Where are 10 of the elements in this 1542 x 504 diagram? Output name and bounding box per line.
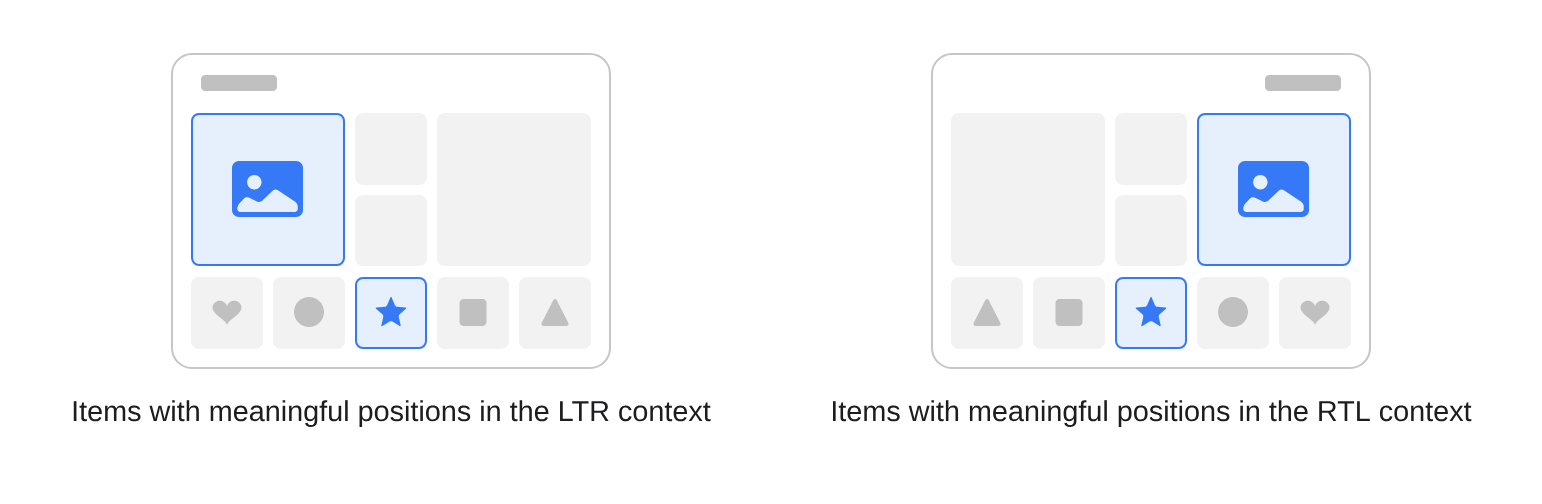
caption: Items with meaningful positions in the RTL context bbox=[833, 400, 1472, 427]
highlighted-tile bbox=[355, 277, 427, 349]
title-bar bbox=[201, 75, 277, 91]
tile bbox=[191, 277, 263, 349]
highlighted-tile bbox=[1115, 277, 1187, 349]
tile bbox=[951, 277, 1023, 349]
caption: Items with meaningful positions in the LTR context bbox=[73, 400, 711, 427]
tile bbox=[519, 277, 591, 349]
title-bar bbox=[1265, 75, 1341, 91]
tile bbox=[1279, 277, 1351, 349]
